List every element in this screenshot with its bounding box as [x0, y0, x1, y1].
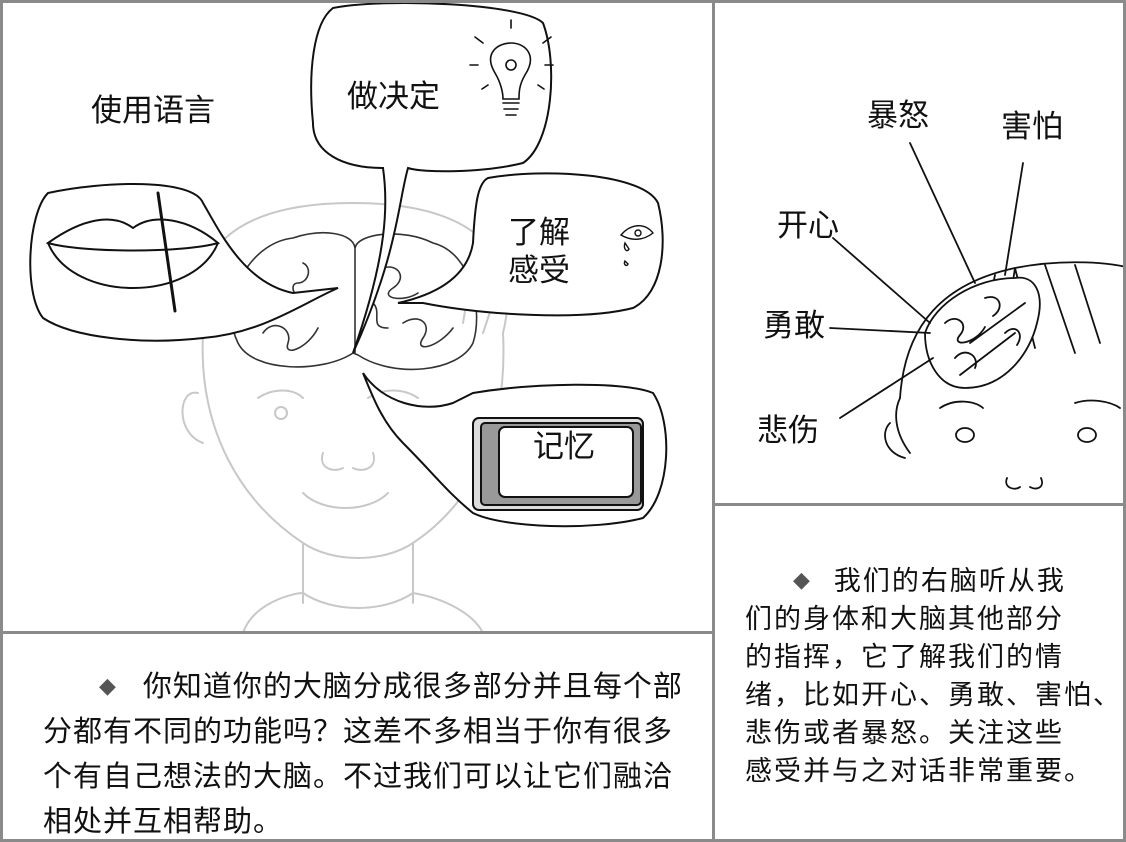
line-text: 我们的右脑听从我: [833, 566, 1066, 597]
paragraph-line: 绪，比如开心、勇敢、害怕、: [745, 680, 1122, 711]
paragraph-line: 相处并互相帮助。: [43, 804, 284, 838]
label-happy: 开心: [777, 208, 839, 244]
label-memory: 记忆: [533, 429, 595, 465]
paragraph-line: ◆ 我们的右脑听从我: [745, 562, 1122, 601]
line-text: 你知道你的大脑分成很多部分并且每个部: [142, 669, 683, 703]
paragraph-line: ◆ 你知道你的大脑分成很多部分并且每个部: [43, 664, 683, 709]
paragraph-line: 分都有不同的功能吗？这差不多相当于你有很多: [43, 714, 674, 748]
left-text-panel: ◆ 你知道你的大脑分成很多部分并且每个部 分都有不同的功能吗？这差不多相当于你有很…: [0, 631, 715, 842]
crying-eye-icon: [619, 225, 654, 267]
left-paragraph: ◆ 你知道你的大脑分成很多部分并且每个部 分都有不同的功能吗？这差不多相当于你有很…: [43, 664, 683, 839]
boy-right-brain-drawing: [829, 142, 1123, 490]
label-understand-feelings-1: 了解: [508, 215, 570, 251]
boy-brain-drawing: [29, 3, 668, 631]
diamond-bullet-icon: ◆: [793, 568, 812, 593]
paragraph-line: 的指挥，它了解我们的情: [745, 642, 1064, 673]
label-pointer-lines: [829, 142, 1024, 419]
paragraph-line: 个有自己想法的大脑。不过我们可以让它们融洽: [43, 759, 674, 793]
right-text-panel: ◆ 我们的右脑听从我 们的身体和大脑其他部分 的指挥，它了解我们的情 绪，比如开心…: [712, 503, 1126, 842]
paragraph-line: 感受并与之对话非常重要。: [745, 756, 1093, 787]
paragraph-line: 们的身体和大脑其他部分: [745, 604, 1064, 635]
label-brave: 勇敢: [763, 308, 825, 344]
boy-head: [884, 261, 1123, 490]
label-anger: 暴怒: [867, 98, 929, 134]
label-understand-feelings-2: 感受: [508, 253, 570, 289]
speech-bubble-decision: [310, 3, 553, 354]
paragraph-line: 悲伤或者暴怒。关注这些: [745, 718, 1064, 749]
label-use-language: 使用语言: [91, 93, 215, 129]
label-fear: 害怕: [1001, 109, 1063, 145]
speech-bubble-feelings: [397, 172, 664, 317]
light-bulb-icon: [469, 19, 554, 116]
right-paragraph: ◆ 我们的右脑听从我 们的身体和大脑其他部分 的指挥，它了解我们的情 绪，比如开心…: [745, 562, 1122, 791]
label-make-decisions: 做决定: [347, 79, 440, 115]
diamond-bullet-icon: ◆: [99, 674, 117, 699]
label-sad: 悲伤: [757, 413, 819, 449]
memory-book-icon: [472, 417, 644, 511]
right-brain-icon: [924, 276, 1041, 389]
brain-functions-illustration-panel: 使用语言 做决定 了解 感受 记忆: [0, 0, 715, 634]
speech-bubble-language: [29, 183, 339, 342]
lips-icon: [45, 191, 221, 313]
right-brain-emotions-panel: 暴怒 害怕 开心 勇敢 悲伤: [712, 0, 1126, 506]
